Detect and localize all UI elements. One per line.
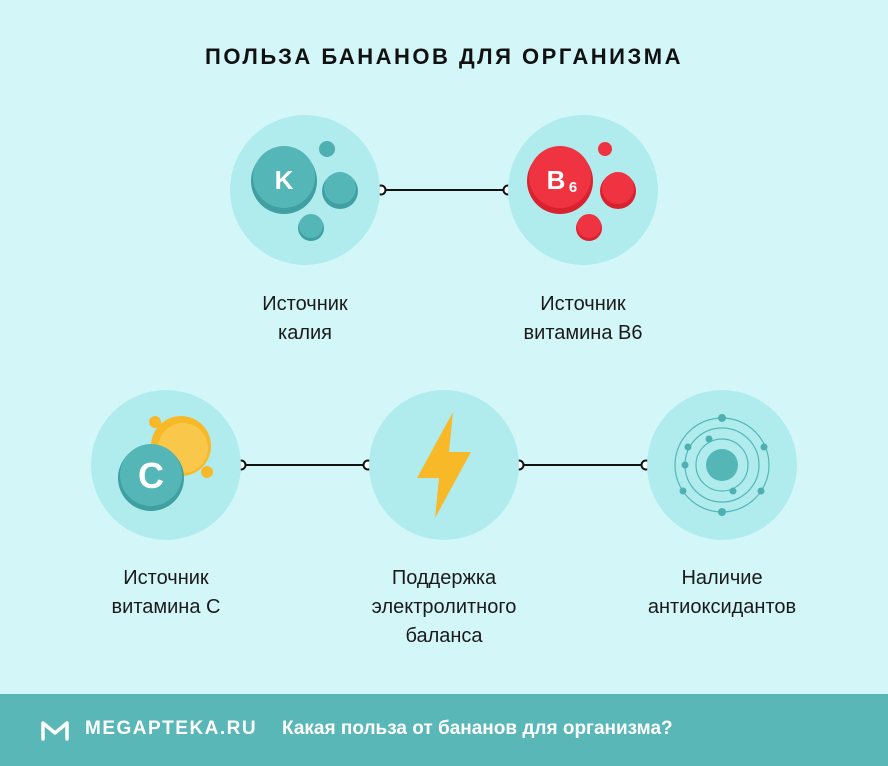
potassium-label: Источник калия [262, 293, 348, 344]
vitamin-c-lemon-icon: C [118, 416, 213, 511]
vitamin-b6-label: Источник витамина B6 [523, 293, 643, 344]
vitamin-b6-badge-sub: 6 [569, 179, 577, 196]
atom-icon [674, 414, 770, 516]
megapteka-logo-icon [41, 721, 69, 741]
vitamin-c-badge: C [138, 455, 164, 496]
potassium-badge: K [275, 165, 294, 195]
electrolyte-label: Поддержка электролитного баланса [371, 567, 517, 647]
vitamin-c-label: Источник витамина C [111, 567, 221, 618]
brand-name: MEGAPTEKA.RU [85, 718, 258, 739]
lightning-bolt-icon [417, 412, 471, 518]
potassium-molecule-icon: K [251, 141, 358, 241]
antioxidants-label: Наличие антиоксидантов [647, 567, 797, 618]
footer-tagline: Какая польза от бананов для организма? [282, 718, 673, 739]
vitamin-b6-badge: B [547, 165, 566, 195]
electrolyte-node [369, 390, 519, 540]
page-title: ПОЛЬЗА БАНАНОВ ДЛЯ ОРГАНИЗМА [205, 44, 683, 69]
antioxidants-node [647, 390, 797, 540]
vitamin-b6-molecule-icon: B 6 [527, 142, 636, 241]
footer-bar: MEGAPTEKA.RU Какая польза от бананов для… [0, 694, 888, 766]
vitamin-b6-node: B 6 [508, 115, 658, 265]
vitamin-c-node: C [91, 390, 241, 540]
potassium-node: K [230, 115, 380, 265]
